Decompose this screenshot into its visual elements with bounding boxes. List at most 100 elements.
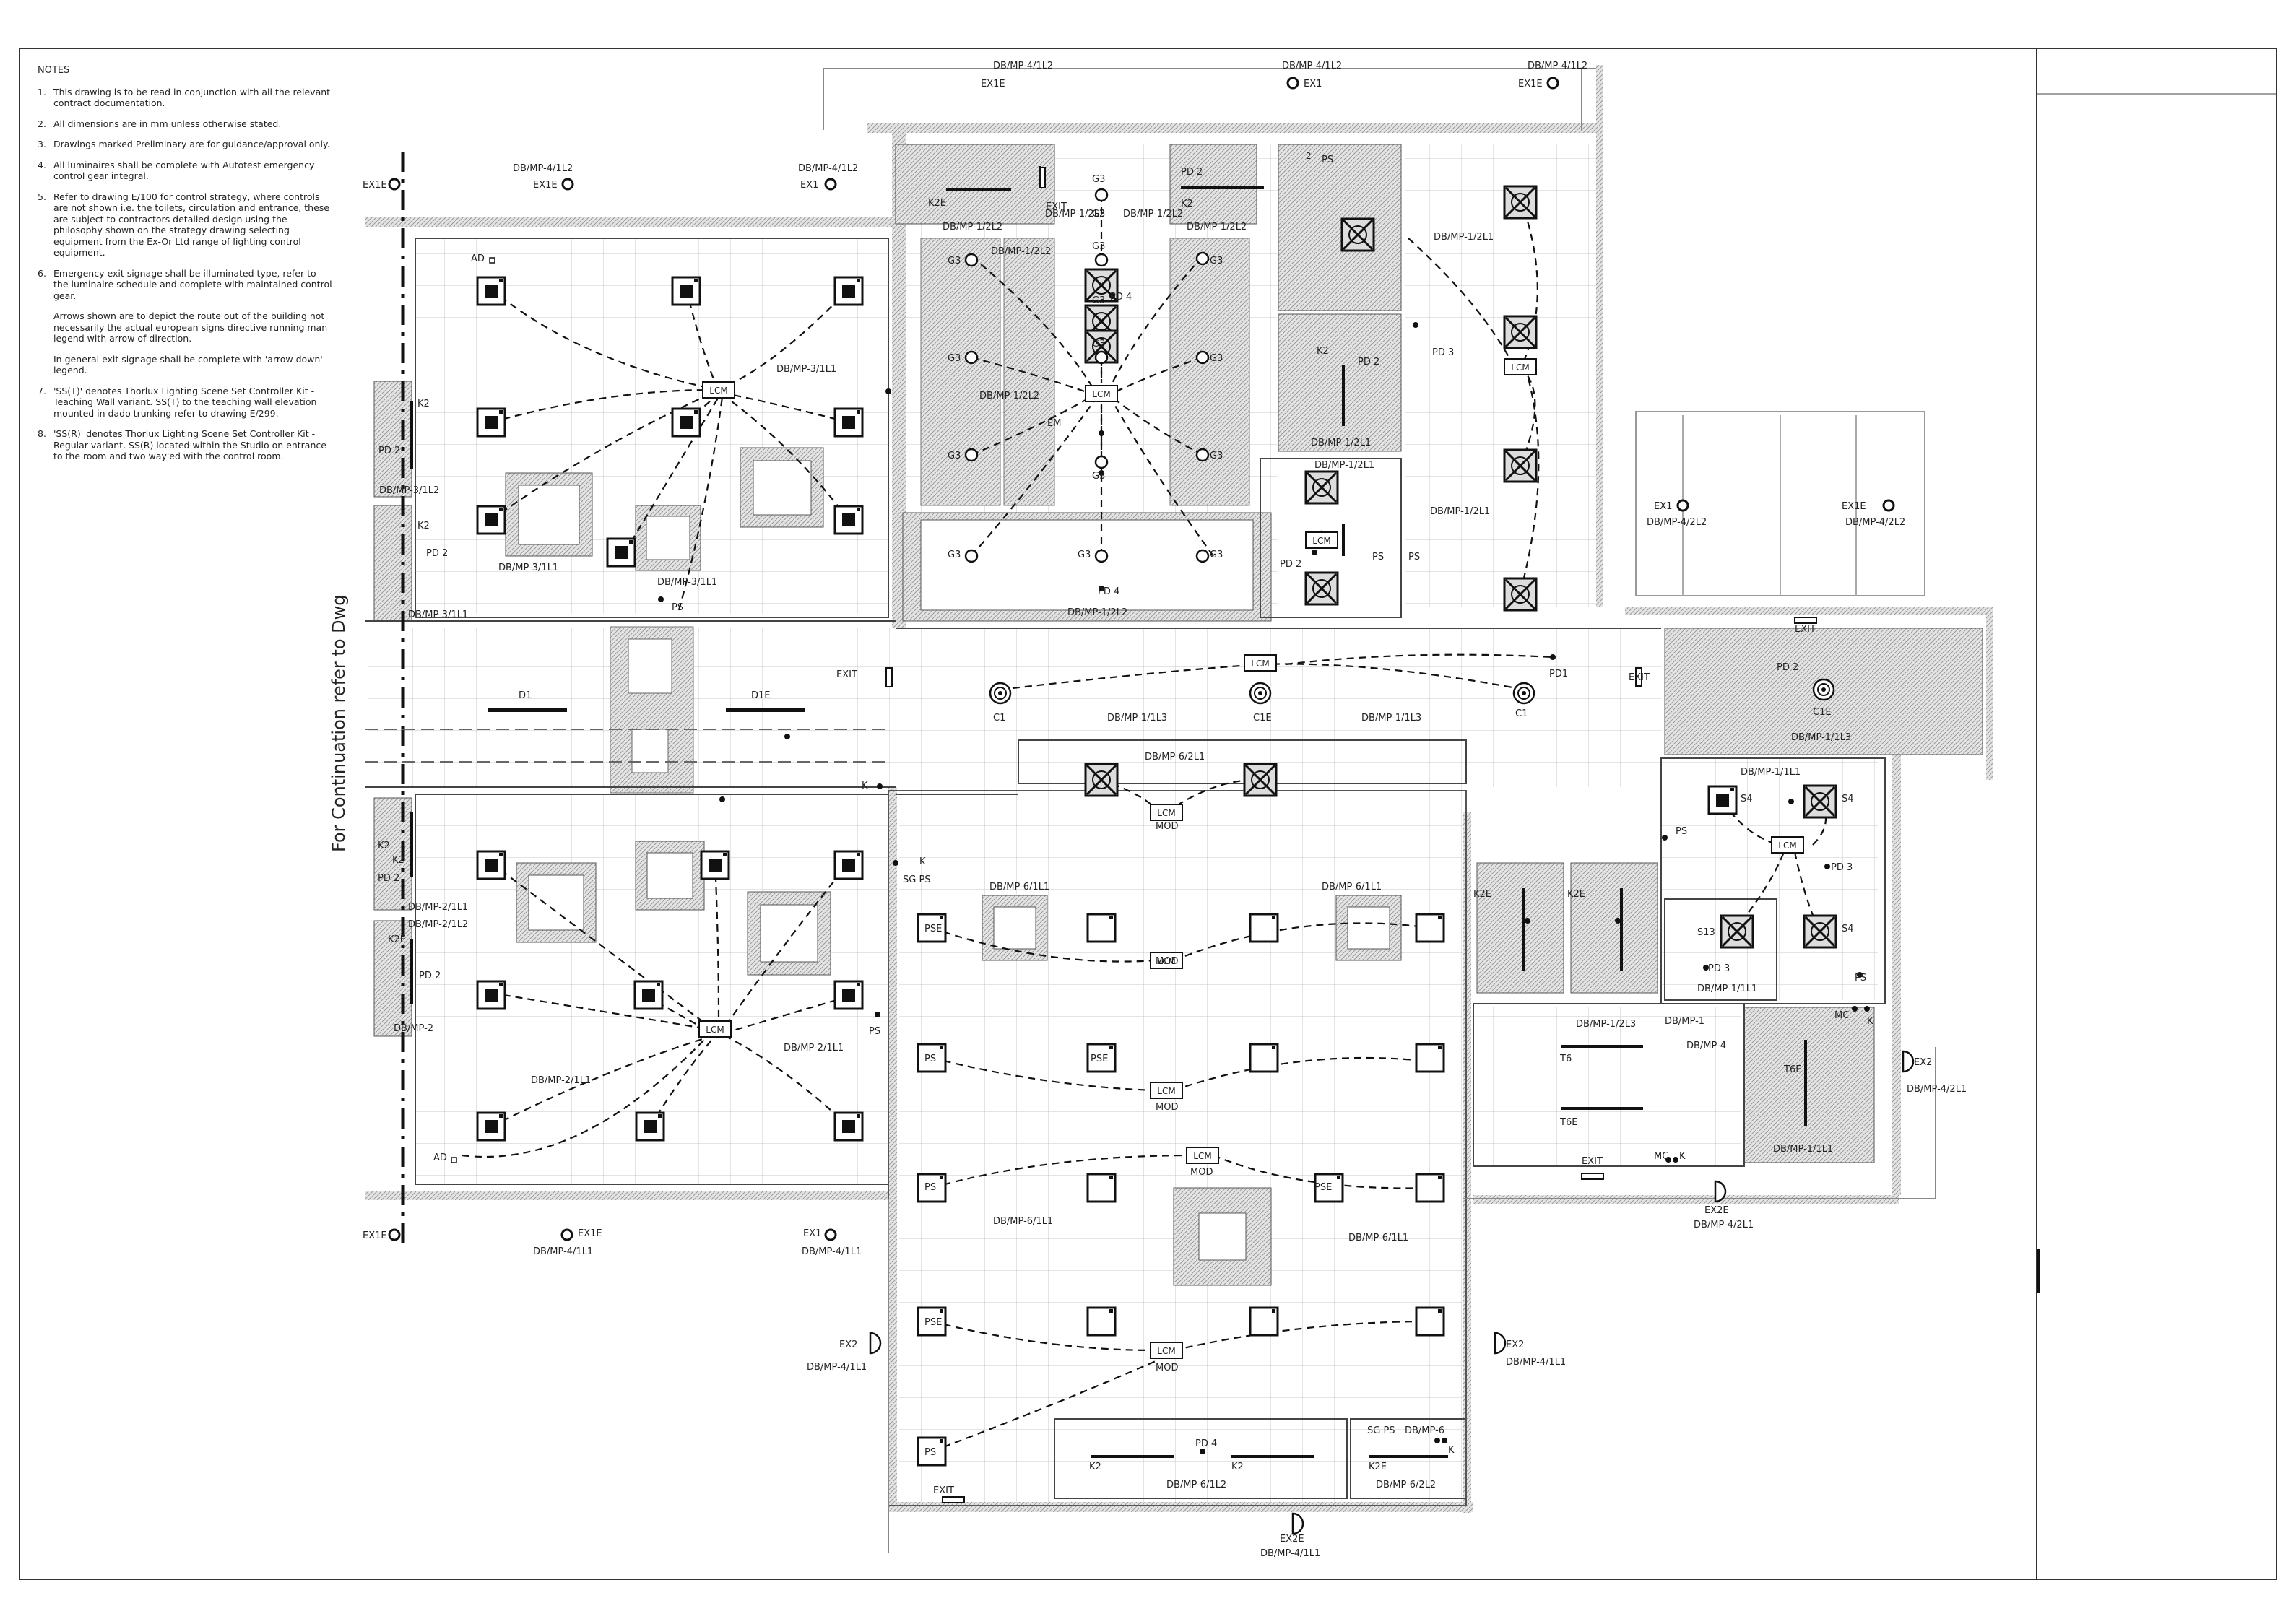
label-lcm: LCM	[1511, 362, 1529, 373]
label-pd2: PD 2	[378, 446, 400, 456]
label-db-mp-1-2l3: DB/MP-1/2L3	[1576, 1019, 1636, 1030]
label-ex1e: EX1E	[1518, 79, 1543, 90]
ps-fitting-icon	[1415, 913, 1445, 943]
label-k2: K2	[1089, 1462, 1101, 1472]
room-walls	[365, 68, 1936, 1553]
c1-fitting-icon	[1249, 682, 1272, 705]
label-pd4: PD 4	[1110, 292, 1132, 303]
ps-fitting-icon	[917, 913, 947, 943]
label-db-mp-1-2l2: DB/MP-1/2L2	[1045, 209, 1105, 220]
label-t6: T6	[1559, 1054, 1572, 1064]
ex2-emergency-icon	[869, 1332, 882, 1355]
label-g3: G3	[1210, 550, 1223, 560]
exit-emergency-icon	[560, 1228, 573, 1241]
label-ad: AD	[471, 253, 485, 264]
label-ex1: EX1	[1654, 501, 1672, 512]
label-ex1e: EX1E	[981, 79, 1005, 90]
g3-downlight-icon	[1195, 251, 1210, 266]
label-db-mp-4: DB/MP-4	[1686, 1041, 1726, 1051]
label-db-mp-1-2l2: DB/MP-1/2L2	[991, 246, 1051, 257]
label-pd4: PD 4	[1098, 586, 1119, 597]
cross-fitting-icon	[1084, 329, 1119, 364]
detector-icon	[1312, 550, 1317, 555]
g3-downlight-icon	[1195, 549, 1210, 563]
note-2: 2.All dimensions are in mm unless otherw…	[38, 118, 282, 129]
label-two: 2	[1306, 151, 1312, 161]
label-db-mp-4-2l2: DB/MP-4/2L2	[1845, 517, 1905, 528]
s4-fitting-icon	[671, 276, 701, 306]
label-db-mp-6-1l2: DB/MP-6/1L2	[1166, 1480, 1226, 1490]
label-s4: S4	[1741, 794, 1753, 804]
label-s13: S13	[1697, 927, 1715, 938]
ps-fitting-icon	[1086, 1043, 1117, 1073]
label-sgps: SG PS	[903, 874, 931, 885]
c1-fitting-icon	[1512, 682, 1535, 705]
detector-icon	[1442, 1438, 1447, 1443]
label-k2: K2	[1231, 1462, 1244, 1472]
label-pd2: PD 2	[419, 971, 441, 981]
label-db-mp-1-1l1: DB/MP-1/1L1	[1697, 983, 1757, 994]
ps-fitting-icon	[917, 1043, 947, 1073]
exit-emergency-icon	[1546, 77, 1559, 90]
s4-fitting-icon	[476, 850, 506, 880]
label-db-mp-6-2l1: DB/MP-6/2L1	[1145, 752, 1205, 763]
label-c1e: C1E	[1813, 707, 1832, 718]
lcm-controller-icon	[1150, 952, 1183, 969]
label-g3: G3	[948, 550, 961, 560]
lcm-controller-icon	[702, 381, 735, 399]
detector-icon	[893, 860, 898, 866]
exit-sign-icon	[885, 667, 893, 687]
note-6-arrows: Arrows shown are to depict the route out…	[53, 311, 328, 344]
label-exit: EXIT	[1629, 672, 1650, 683]
ps-fitting-icon	[1415, 1306, 1445, 1337]
s4-fitting-icon	[700, 850, 730, 880]
label-ex1e: EX1E	[1842, 501, 1866, 512]
sheet-border	[19, 48, 2277, 1580]
label-exit: EXIT	[1046, 201, 1067, 212]
label-db-mp-2-1l1: DB/MP-2/1L1	[408, 902, 468, 913]
lcm-controller-icon	[1085, 385, 1118, 402]
exit-emergency-icon	[824, 178, 837, 191]
label-k2: K2	[417, 399, 430, 409]
label-pd2: PD 2	[426, 548, 448, 559]
lcm-controller-icon	[698, 1020, 732, 1038]
exit-emergency-icon	[388, 1228, 401, 1241]
lcm-controller-icon	[1186, 1147, 1219, 1164]
label-db-mp-1-2l1: DB/MP-1/2L1	[1430, 506, 1490, 517]
lcm-controller-icon	[1150, 1082, 1183, 1099]
label-ps: PS	[672, 602, 683, 613]
label-db-mp-3-1l1: DB/MP-3/1L1	[408, 609, 468, 620]
c1-fitting-icon	[1812, 678, 1835, 701]
g3-downlight-icon	[1094, 350, 1109, 365]
detector-icon	[1109, 293, 1115, 299]
label-db-mp-1-2l2: DB/MP-1/2L2	[943, 222, 1002, 233]
label-mod: MOD	[1156, 1102, 1178, 1113]
label-lcm: LCM	[709, 386, 727, 396]
label-g3: G3	[1210, 353, 1223, 364]
label-lcm: LCM	[1157, 1086, 1175, 1096]
note-6: 6.Emergency exit signage shall be illumi…	[38, 267, 332, 301]
lcm-controller-icon	[1504, 358, 1537, 375]
g3-downlight-icon	[1094, 253, 1109, 267]
detector-icon	[784, 734, 790, 739]
label-k2: K2	[1317, 346, 1329, 357]
s4-fitting-icon	[635, 1111, 665, 1142]
s4-fitting-icon	[476, 1111, 506, 1142]
note-3: 3.Drawings marked Preliminary are for gu…	[38, 139, 330, 149]
label-db-mp-4-1l1: DB/MP-4/1L1	[1506, 1357, 1566, 1368]
label-pd4: PD 4	[1195, 1438, 1217, 1449]
ps-fitting-icon	[917, 1173, 947, 1203]
s4-fitting-icon	[476, 407, 506, 438]
label-db-mp-1-1l1: DB/MP-1/1L1	[1741, 767, 1801, 778]
label-g3: G3	[1092, 209, 1105, 220]
label-t6e: T6E	[1559, 1117, 1577, 1128]
label-ps: PS	[924, 1447, 936, 1458]
ps-fitting-icon	[1086, 913, 1117, 943]
label-g3: G3	[1210, 451, 1223, 461]
ad-icon	[489, 257, 495, 264]
label-ex2e: EX2E	[1280, 1534, 1304, 1545]
label-db-mp-2-1l1: DB/MP-2/1L1	[784, 1043, 844, 1054]
label-em: EM	[1047, 418, 1061, 429]
label-ps: PS	[869, 1026, 880, 1037]
